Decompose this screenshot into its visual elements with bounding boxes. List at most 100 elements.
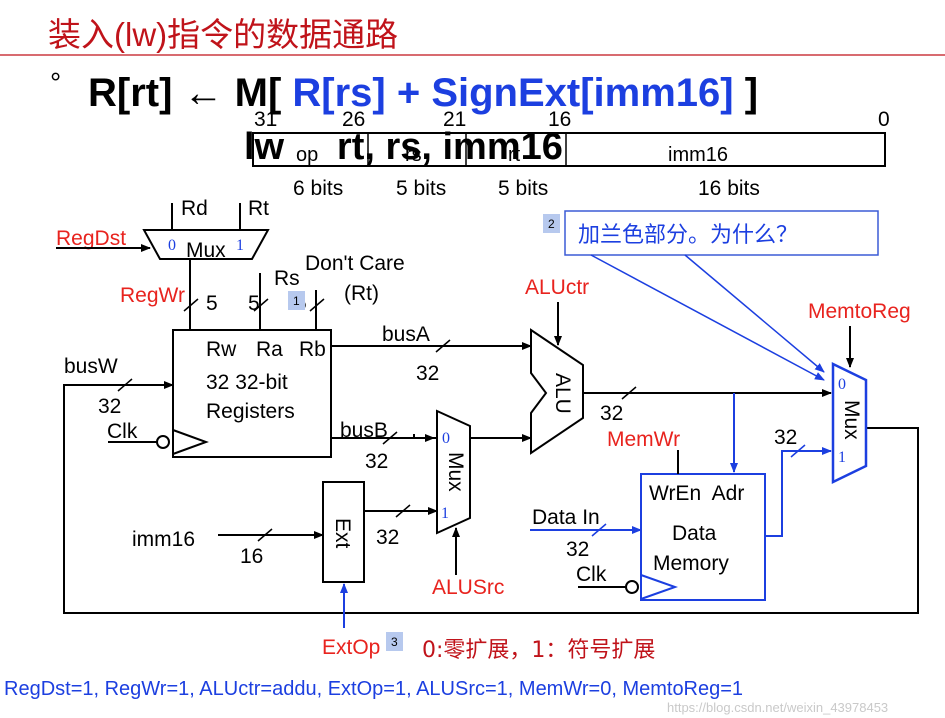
note-1-badge: [288, 291, 305, 310]
instruction-format-box: [252, 132, 886, 167]
dmem-out-width: 32: [774, 426, 797, 449]
dmem-out-slash: [790, 444, 806, 458]
regfile-clk: Clk: [107, 420, 138, 443]
note-2-text: 加兰色部分。为什么？: [578, 223, 798, 248]
width-imm16: 16 bits: [698, 177, 760, 200]
dont-care-line2: (Rt): [344, 282, 379, 305]
bit-31: 31: [254, 108, 277, 131]
busw-width: 32: [98, 395, 121, 418]
note-2-badge: [543, 214, 560, 233]
regfile-clock-bubble: [156, 435, 170, 449]
regfile-line2: Registers: [206, 400, 295, 423]
alu-out-slash: [621, 386, 637, 400]
imm16-label: imm16: [132, 528, 195, 551]
width-rt: 5 bits: [498, 177, 548, 200]
note-2-arrow-a: [590, 254, 825, 381]
control-values: RegDst=1, RegWr=1, ALUctr=addu, ExtOp=1,…: [4, 678, 743, 700]
regfile-port-rw: Rw: [206, 338, 237, 361]
ext-out-slash: [395, 504, 411, 518]
rt-label: Rt: [248, 197, 269, 220]
note-3-text: 0:零扩展，1：符号扩展: [422, 638, 655, 663]
regdst-mux-index1: 1: [236, 237, 244, 254]
alusrc-mux-index0: 0: [442, 430, 450, 447]
regfile-line1: 32 32-bit: [206, 371, 288, 394]
rtl-part3: ]: [734, 71, 758, 115]
busw-label: busW: [64, 355, 118, 378]
note-3-badge: [386, 632, 403, 651]
bit-26: 26: [342, 108, 365, 131]
regfile-port-ra: Ra: [256, 338, 283, 361]
bit-16: 16: [548, 108, 571, 131]
busa-slash: [435, 339, 451, 353]
dmem-clk: Clk: [576, 563, 607, 586]
bit-21: 21: [443, 108, 466, 131]
dmem-data-in: Data In: [532, 506, 600, 529]
memtoreg-mux-index1: 1: [838, 449, 846, 466]
dmem-ports: WrEn Adr: [649, 482, 744, 505]
dmem-data-in-slash: [591, 523, 607, 537]
note-3-number: 3: [391, 635, 398, 649]
note-2-number: 2: [548, 217, 555, 231]
alusrc-mux-index1: 1: [441, 505, 449, 522]
alusrc-mux: [436, 409, 471, 535]
alusrc-mux-label: Mux: [444, 452, 467, 492]
busb-slash: [382, 431, 398, 445]
alu-label: ALU: [551, 373, 574, 414]
dont-care-line1: Don't Care: [305, 252, 405, 275]
rtl-equation: R[rt] ← M[ R[rs] + SignExt[imm16] ]: [88, 71, 758, 115]
busa-label: busA: [382, 323, 430, 346]
assembly-line: lw rt, rs, imm16: [244, 126, 563, 168]
rtl-part2: R[rs] + SignExt[imm16]: [292, 71, 733, 115]
regwr-signal: RegWr: [120, 284, 185, 307]
alu-out-width: 32: [600, 402, 623, 425]
memtoreg-signal: MemtoReg: [808, 300, 911, 323]
ext-unit: [322, 481, 365, 583]
regdst-mux-index0: 0: [168, 237, 176, 254]
slide-title: 装入(lw)指令的数据通路: [48, 16, 398, 53]
imm16-width: 16: [240, 545, 263, 568]
dmem-data-in-width: 32: [566, 538, 589, 561]
field-op: op: [296, 144, 318, 166]
imm16-slash: [257, 528, 273, 542]
width-op: 6 bits: [293, 177, 343, 200]
note-2-arrow-b: [684, 254, 825, 373]
alu: [530, 328, 584, 455]
busa-width: 32: [416, 362, 439, 385]
note-1-number: 1: [293, 294, 300, 308]
note-2-box: [564, 210, 879, 256]
memtoreg-mux: [831, 362, 868, 484]
writeback-loop-wire: [63, 381, 919, 614]
ext-label: Ext: [331, 518, 354, 549]
rd-label: Rd: [181, 197, 208, 220]
memwr-signal: MemWr: [607, 428, 680, 451]
ra-slash: [253, 298, 269, 312]
dmem-line2: Memory: [653, 552, 729, 575]
alusrc-signal: ALUSrc: [432, 576, 504, 599]
ra-width: 5: [248, 292, 260, 315]
watermark: https://blog.csdn.net/weixin_43978453: [667, 700, 888, 715]
regdst-signal: RegDst: [56, 227, 126, 250]
field-rt: rt: [508, 144, 521, 166]
register-file: [172, 329, 332, 458]
extop-signal: ExtOp: [322, 636, 380, 659]
dmem-line1: Data: [672, 522, 717, 545]
rw-width: 5: [206, 292, 218, 315]
regfile-port-rb: Rb: [299, 338, 326, 361]
rb-slash: [309, 298, 325, 312]
regfile-clock-triangle: [172, 429, 209, 455]
regdst-mux-label: Mux: [186, 239, 226, 262]
dmem-clock-triangle: [640, 574, 679, 600]
memtoreg-mux-label: Mux: [840, 400, 863, 440]
busb-label: busB: [340, 419, 388, 442]
aluctr-signal: ALUctr: [525, 276, 589, 299]
busb-width: 32: [365, 450, 388, 473]
dmem-out-wire: [765, 447, 832, 537]
rw-slash: [183, 298, 199, 312]
ext-out-width: 32: [376, 526, 399, 549]
rs-label: Rs: [274, 267, 300, 290]
field-rs: rs: [405, 144, 422, 166]
bullet: °: [50, 67, 61, 98]
dmem-clock-bubble: [625, 580, 639, 594]
memtoreg-mux-index0: 0: [838, 376, 846, 393]
